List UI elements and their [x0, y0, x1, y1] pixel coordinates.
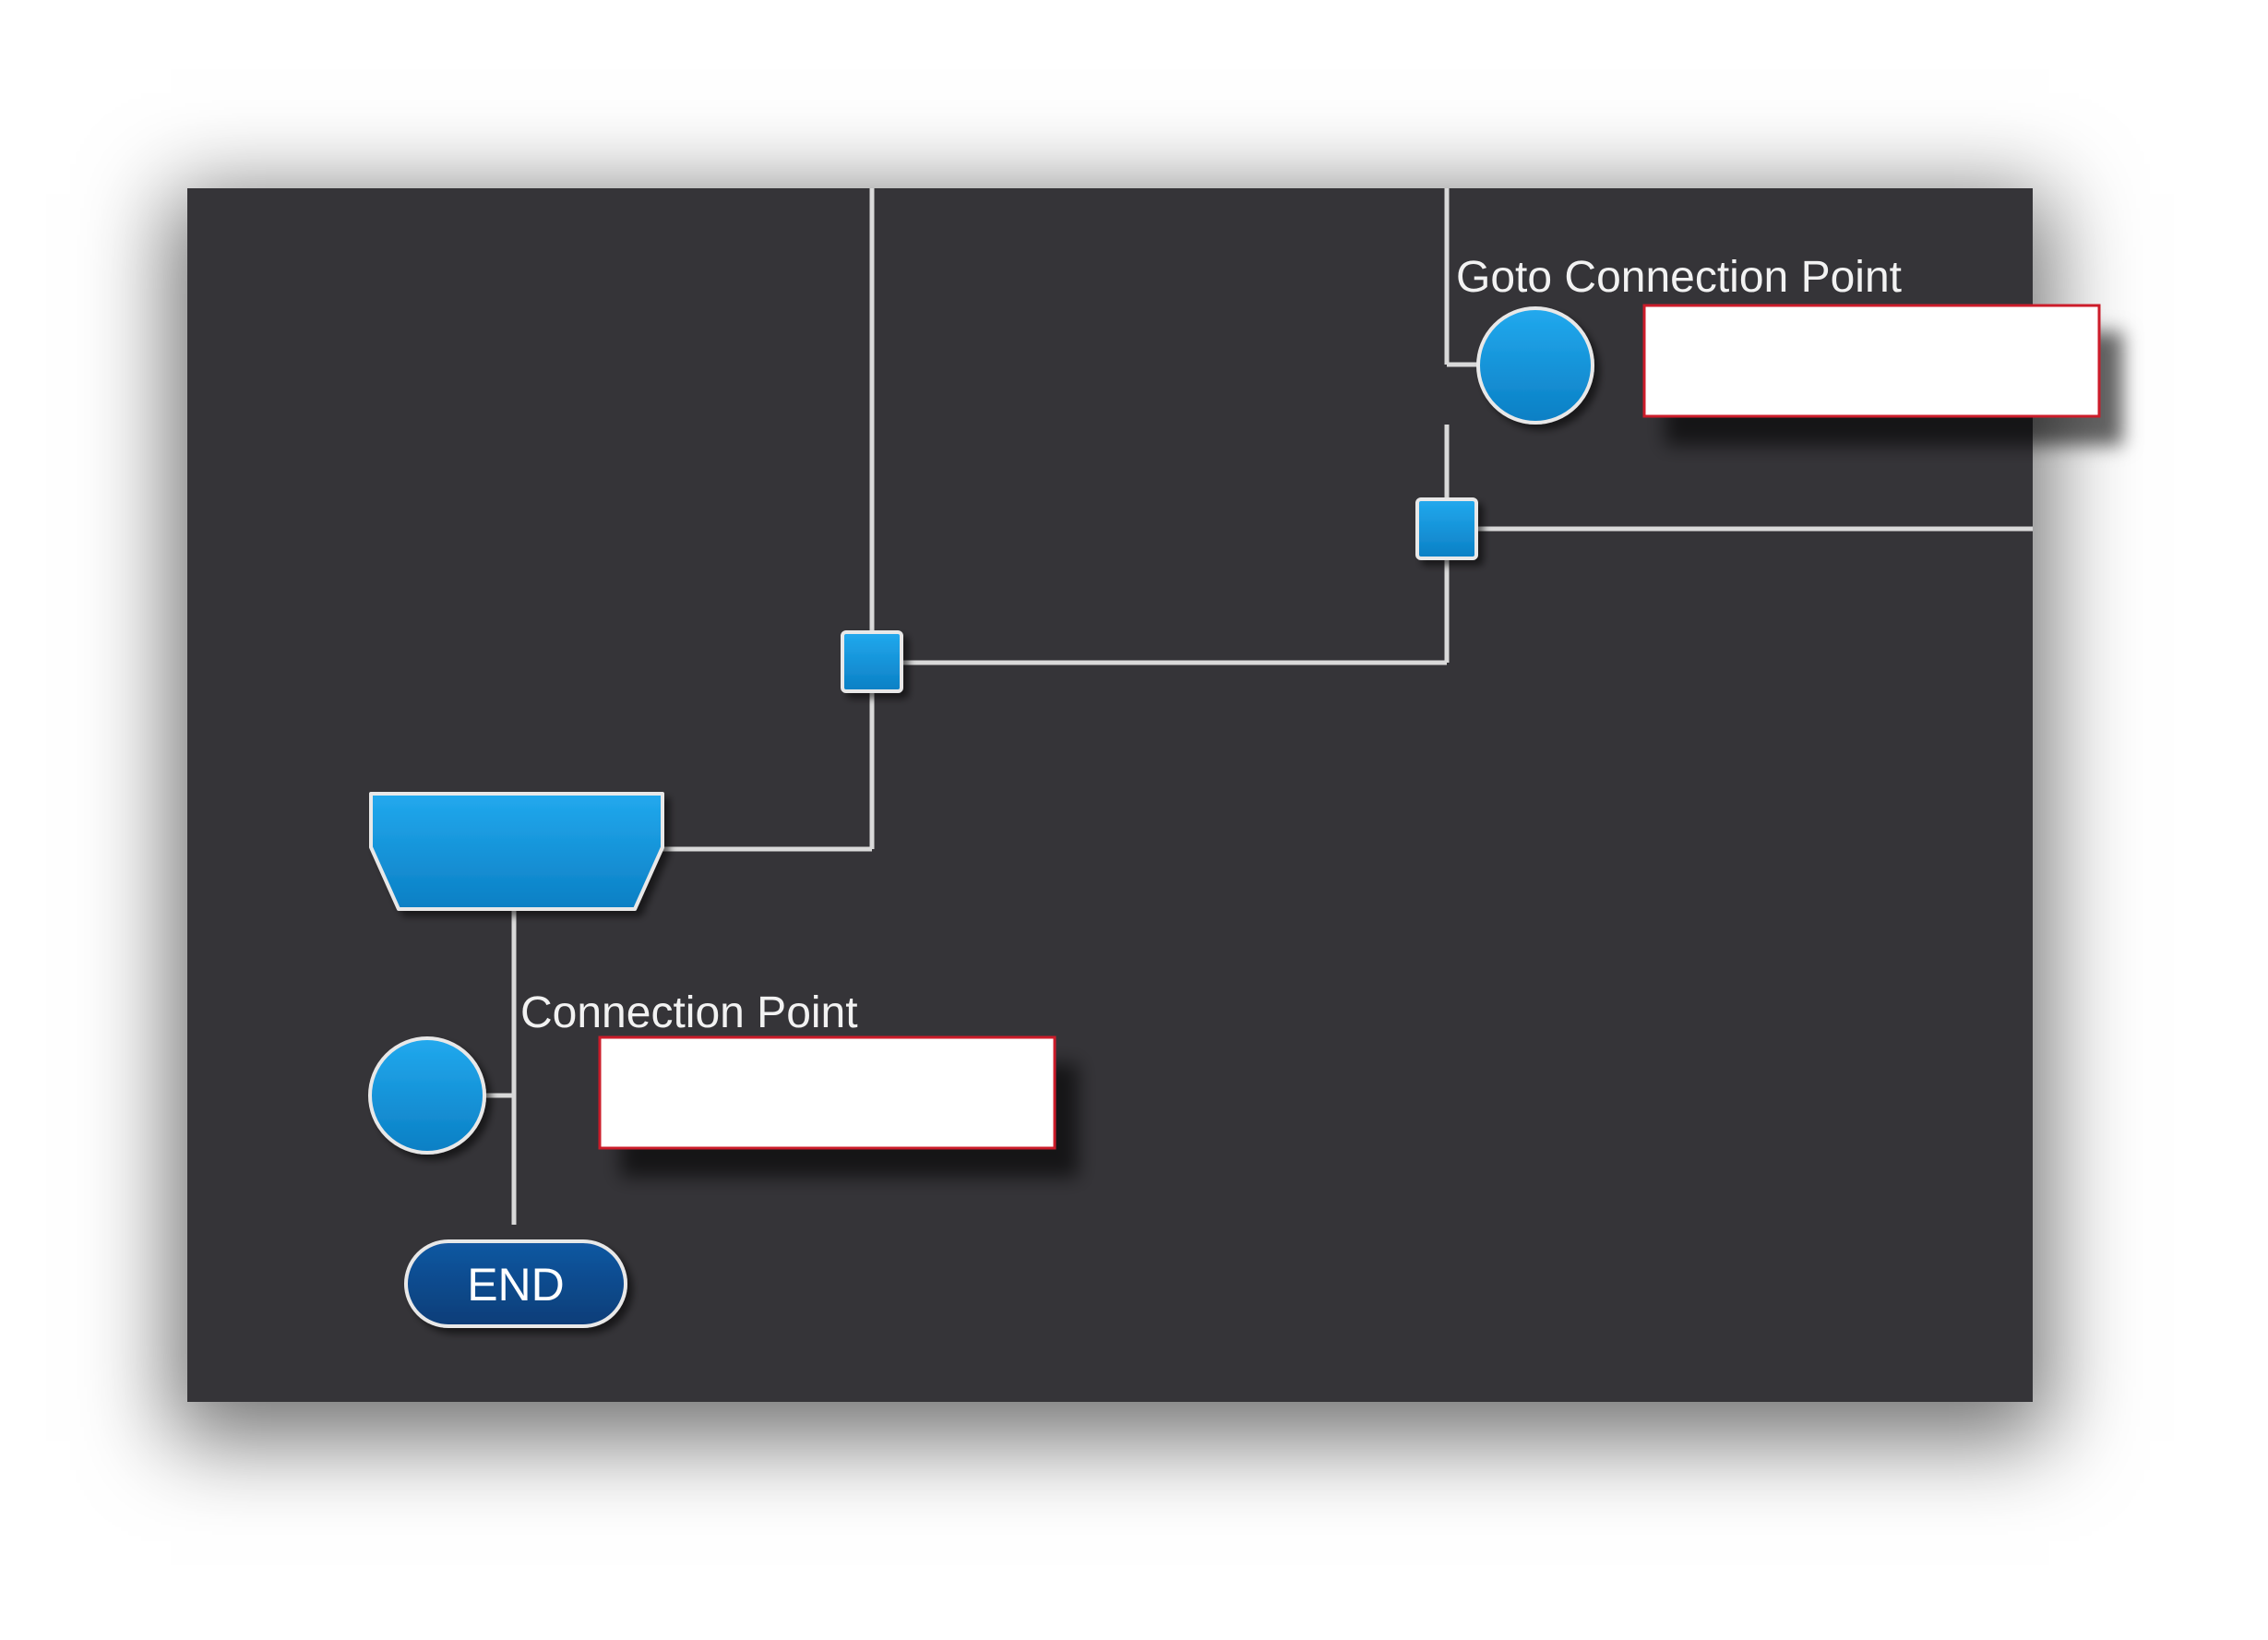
manual-operation-node[interactable] [369, 792, 664, 911]
connection-point-label: Connection Point [520, 988, 858, 1037]
junction-node[interactable] [1415, 497, 1478, 560]
connection-point-node[interactable] [368, 1036, 486, 1155]
end-label: END [467, 1259, 565, 1311]
end-terminator-node[interactable] [404, 1239, 627, 1328]
junction-node[interactable] [841, 630, 903, 693]
goto-callout-box [1642, 304, 2101, 418]
connection-callout-box [598, 1035, 1056, 1150]
goto-connection-point-label: Goto Connection Point [1456, 253, 1902, 302]
goto-connection-point-node[interactable] [1476, 306, 1594, 425]
